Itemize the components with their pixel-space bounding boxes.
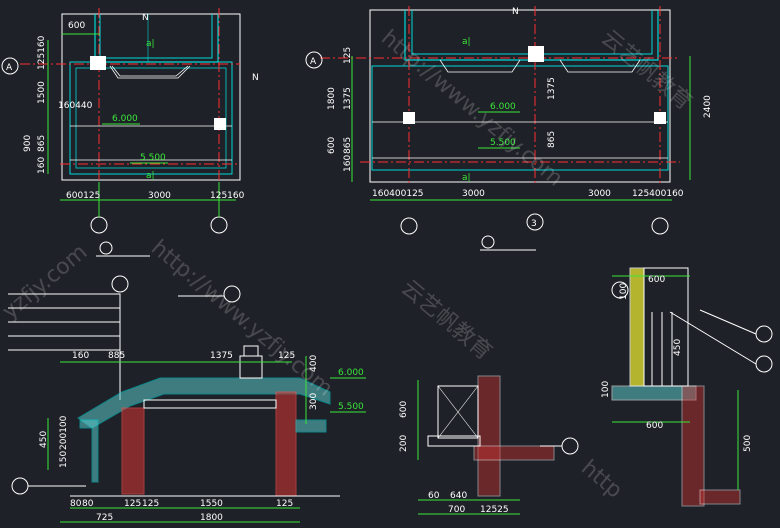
plan-left-level-lower: 5.500 <box>140 153 166 163</box>
section-left: 6.000 5.500 160 885 1375 125 400 300 450… <box>8 275 366 523</box>
section-left-dim-top-3: 1375 <box>210 351 233 361</box>
plan-left-level-upper: 6.000 <box>112 114 138 124</box>
watermark-6: http <box>576 455 627 503</box>
plan-right-level-lower: 5.500 <box>490 138 516 148</box>
detail-right-dim-6: 500 <box>743 435 753 452</box>
detail-right: 600 100 450 100 600 500 <box>601 267 773 507</box>
watermark-5: yzfjy.com <box>0 240 92 325</box>
plan-left-dim-left-2: 1500 <box>37 81 47 104</box>
svg-text:N: N <box>252 73 259 83</box>
detail-middle: 600 200 60 640 700 12525 <box>399 375 579 515</box>
plan-right-dim-bottom-2: 3000 <box>462 189 485 199</box>
svg-text:a|: a| <box>146 39 155 49</box>
detail-markers <box>96 235 536 257</box>
detail-right-dim-5: 600 <box>646 421 663 431</box>
section-left-level-lower: 5.500 <box>338 402 364 412</box>
section-left-dim-right-1: 400 <box>309 355 319 372</box>
section-left-dim-top-4: 125 <box>278 351 295 361</box>
plan-right-dim-left-6: 160 <box>343 155 353 172</box>
plan-right-section-mark: 3 <box>531 219 537 229</box>
plan-right-level-upper: 6.000 <box>490 102 516 112</box>
plan-right-dim-left-4: 600 <box>327 137 337 154</box>
plan-left-dim-top: 600 <box>68 21 85 31</box>
plan-left-dim-left-3: 160440 <box>58 101 93 111</box>
plan-left-dim-left-6: 160 <box>37 157 47 174</box>
section-left-dim-b1-2: 80 <box>82 499 94 509</box>
detail-right-dim-2: 100 <box>619 283 629 300</box>
plan-right-dim-center-2: 865 <box>547 131 557 148</box>
detail-mid-dim-b-1: 60 <box>428 491 440 501</box>
detail-mid-dim-2: 200 <box>399 435 409 452</box>
plan-right-dim-right: 2400 <box>703 95 713 118</box>
detail-mid-dim-b-4: 12525 <box>480 505 509 515</box>
detail-mid-dim-b-2: 640 <box>450 491 467 501</box>
section-left-dim-b1-3: 125 <box>124 499 141 509</box>
plan-right-dim-bottom-4: 125400160 <box>632 189 684 199</box>
detail-right-dim-4: 100 <box>601 381 611 398</box>
section-left-dim-right-2: 300 <box>309 393 319 410</box>
watermark-4: 云艺帆教育 <box>396 275 496 365</box>
svg-text:a|: a| <box>462 37 471 47</box>
section-left-dim-b2-1: 725 <box>96 513 113 523</box>
plan-left-dim-bottom-1: 600125 <box>66 191 100 201</box>
watermark-3: http://www.yzfjy.com <box>146 235 337 401</box>
section-left-dim-b1-1: 80 <box>70 499 82 509</box>
plan-left-dim-bottom-2: 3000 <box>148 191 171 201</box>
section-left-dim-left-1: 450 <box>39 431 49 448</box>
section-left-dim-left-3: 150 <box>59 451 69 468</box>
detail-right-dim-1: 600 <box>648 275 665 285</box>
plan-left-axis-label: A <box>6 63 13 73</box>
plan-right-dim-bottom-3: 3000 <box>588 189 611 199</box>
plan-right: N A 3 6.000 5.500 a| a| 125 1800 1375 60… <box>305 6 713 235</box>
section-left-dim-b1-6: 125 <box>276 499 293 509</box>
detail-mid-dim-1: 600 <box>399 401 409 418</box>
plan-right-dim-bottom-1: 160400125 <box>372 189 424 199</box>
plan-right-north: N <box>512 7 519 17</box>
plan-right-dim-left-3: 1375 <box>343 87 353 110</box>
section-left-dim-top-1: 160 <box>72 351 89 361</box>
plan-right-dim-left-2: 1800 <box>327 87 337 110</box>
svg-text:a|: a| <box>462 173 471 183</box>
watermark-2: 云艺帆教育 <box>596 25 696 115</box>
plan-left-dim-left-5: 865 <box>37 135 47 152</box>
section-left-dim-b1-4: 125 <box>142 499 159 509</box>
plan-left-north: N <box>142 13 149 23</box>
plan-right-dim-center-1: 1375 <box>547 77 557 100</box>
section-left-dim-b2-2: 1800 <box>200 513 223 523</box>
section-left-dim-b1-5: 1550 <box>200 499 223 509</box>
plan-right-dim-left-5: 865 <box>343 137 353 154</box>
plan-right-dim-left-1: 125 <box>343 47 353 64</box>
section-left-level-upper: 6.000 <box>338 368 364 378</box>
plan-right-axis-label: A <box>310 57 317 67</box>
plan-left: N N A 6.000 5.500 a| a| 600 125160 1500 … <box>1 8 259 234</box>
plan-left-dim-left-4: 900 <box>23 135 33 152</box>
plan-left-dim-left-1: 125160 <box>37 35 47 70</box>
detail-mid-dim-b-3: 700 <box>448 505 465 515</box>
detail-right-dim-3: 450 <box>673 339 683 356</box>
svg-text:a|: a| <box>146 171 155 181</box>
section-left-dim-top-2: 885 <box>108 351 125 361</box>
section-left-dim-left-2: 200100 <box>59 415 69 450</box>
plan-left-dim-bottom-3: 125160 <box>210 191 245 201</box>
